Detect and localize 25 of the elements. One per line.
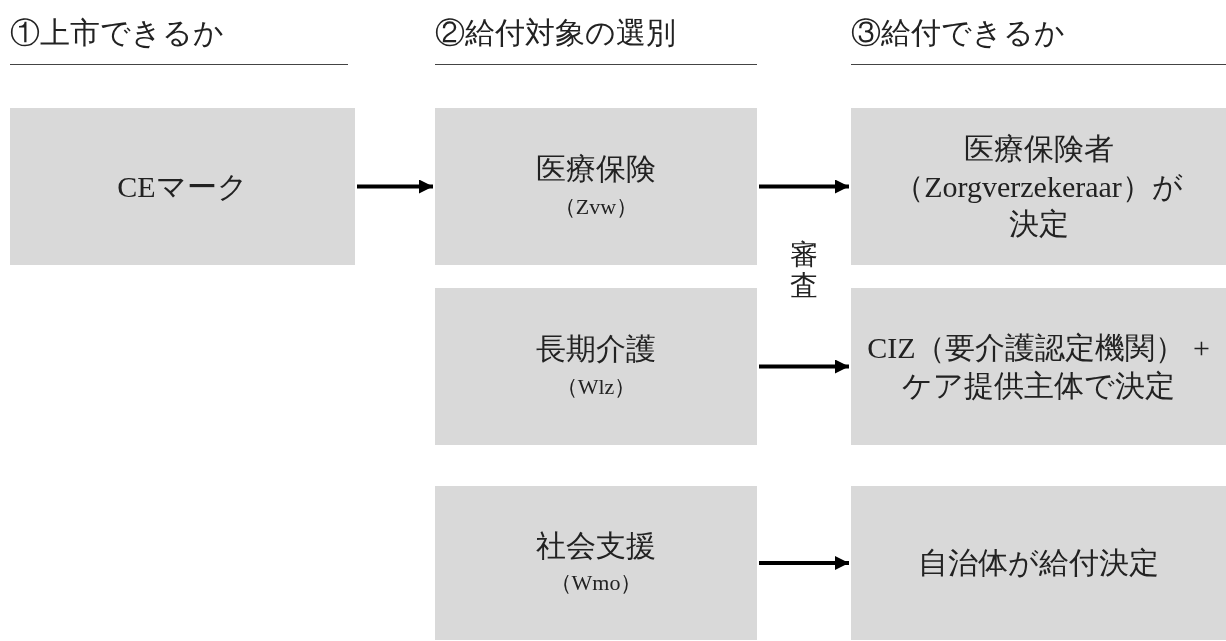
process-box xyxy=(851,108,1226,265)
box-text: 医療保険 xyxy=(536,151,656,188)
arrow xyxy=(759,359,849,374)
box-text: 長期介護 xyxy=(536,331,656,368)
process-box xyxy=(851,288,1226,445)
box-text: （Wmo） xyxy=(549,569,643,598)
arrow xyxy=(759,556,849,570)
process-box xyxy=(435,288,757,445)
box-text: CIZ（要介護認定機関） + ケア提供主体で決定 xyxy=(866,330,1211,404)
process-box xyxy=(435,108,757,265)
arrow xyxy=(357,179,433,194)
box-text: （Zvw） xyxy=(553,192,639,221)
box-text: 社会支援 xyxy=(536,527,656,564)
vertical-label: 審査 xyxy=(790,240,818,302)
process-box xyxy=(435,486,757,640)
column-heading: ①上市できるか xyxy=(10,18,348,65)
column-heading: ③給付できるか xyxy=(851,18,1226,65)
process-box xyxy=(851,486,1226,640)
arrow xyxy=(759,179,849,194)
box-text: 自治体が給付決定 xyxy=(918,545,1159,582)
column-heading: ②給付対象の選別 xyxy=(435,18,757,65)
box-text: （Wlz） xyxy=(555,372,637,401)
box-text: 医療保険者（Zorgverzekeraar）が決定 xyxy=(893,131,1184,243)
box-text: CEマーク xyxy=(117,168,248,205)
process-box xyxy=(10,108,355,265)
